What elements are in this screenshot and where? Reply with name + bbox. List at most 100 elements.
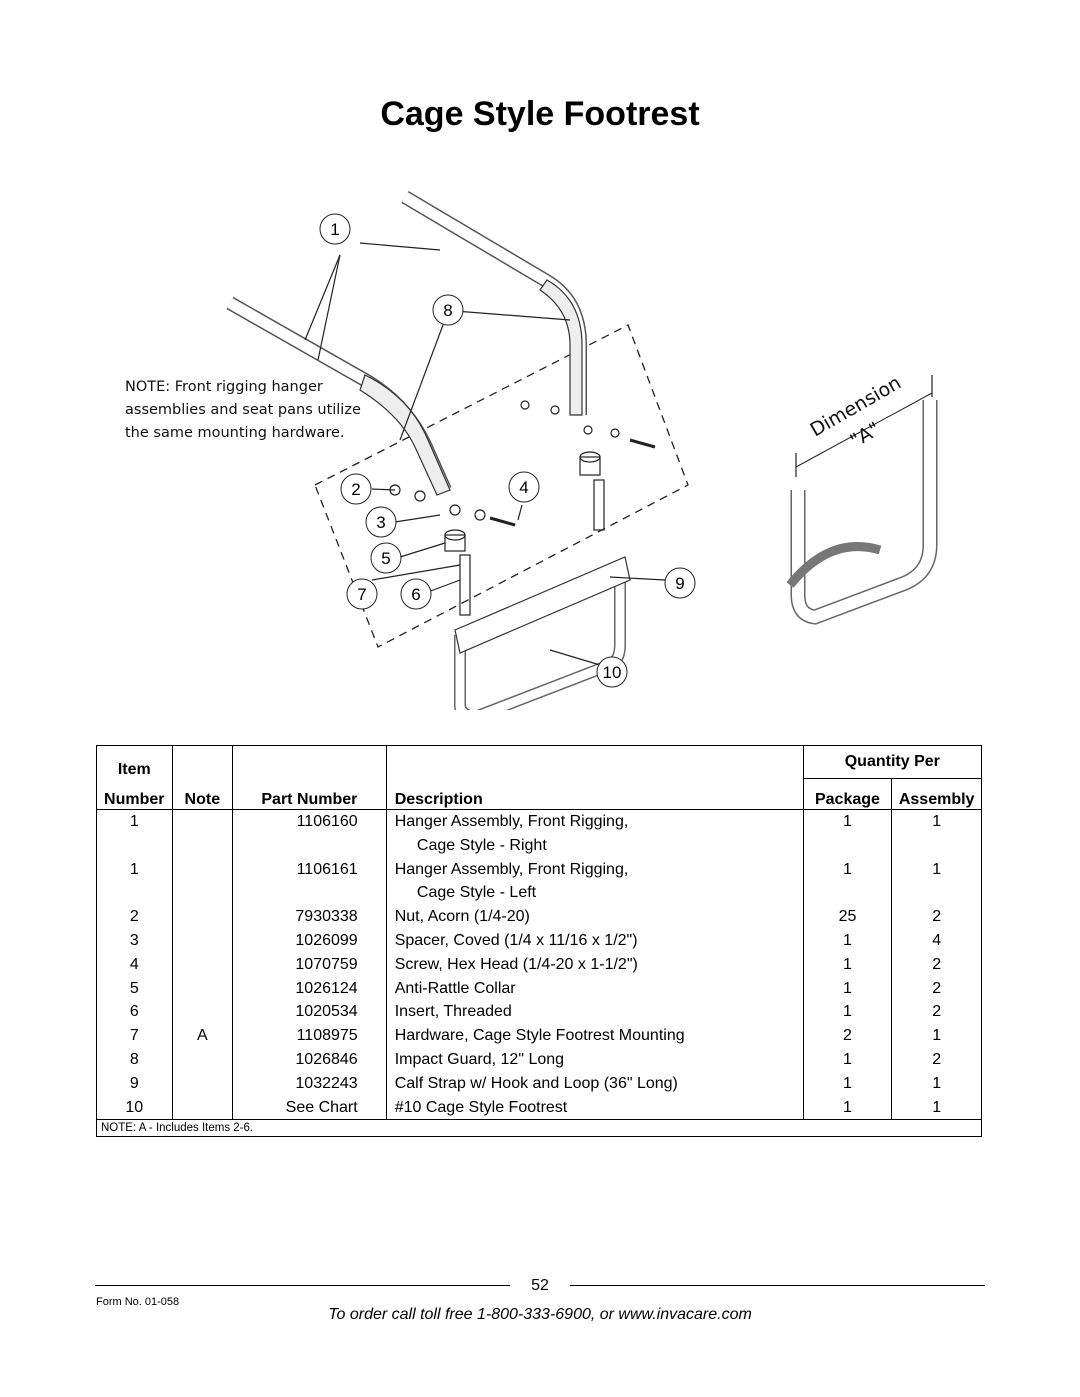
cell-item: 2: [96, 905, 173, 929]
cell-note: A: [171, 1024, 234, 1048]
cell-package: 1: [802, 976, 893, 1001]
cell-assembly: 1: [891, 1071, 982, 1096]
callout-4: 4: [508, 471, 540, 503]
cell-description: Nut, Acorn (1/4-20): [385, 905, 804, 929]
table-footnote: NOTE: A - Includes Items 2-6.: [96, 1119, 982, 1138]
cell-item: 9: [96, 1071, 173, 1096]
cell-assembly: 1: [891, 1024, 982, 1048]
callout-9: 9: [664, 567, 696, 599]
svg-text:8: 8: [443, 301, 452, 320]
header-package: Package: [802, 778, 893, 810]
form-number: Form No. 01-058: [96, 1296, 180, 1308]
cell-package: 1: [802, 1047, 893, 1072]
cell-part-number: 1026099: [232, 928, 387, 953]
cell-package: 1: [802, 928, 893, 953]
cell-description: Spacer, Coved (1/4 x 11/16 x 1/2"): [385, 928, 804, 953]
svg-text:3: 3: [376, 513, 385, 532]
header-quantity-per: Quantity Per: [802, 745, 983, 779]
cell-description: Anti-Rattle Collar: [385, 976, 804, 1001]
cell-part-number: [232, 881, 387, 906]
cell-description: Cage Style - Left: [385, 881, 804, 906]
callout-1: 1: [319, 213, 351, 245]
cell-assembly: [891, 833, 982, 858]
cell-part-number: 1106161: [232, 857, 387, 882]
cell-description: Insert, Threaded: [385, 1000, 804, 1025]
page-title: Cage Style Footrest: [380, 95, 700, 133]
callout-5: 5: [370, 542, 402, 574]
cell-assembly: 2: [891, 1000, 982, 1025]
cell-package: 1: [802, 809, 893, 834]
table-row: Cage Style - Right: [96, 833, 982, 858]
header-assembly: Assembly: [891, 778, 982, 810]
cell-item: [96, 833, 173, 858]
hanger-left: [226, 296, 452, 493]
cell-item: 1: [96, 857, 173, 882]
svg-text:5: 5: [381, 549, 390, 568]
cell-note: [171, 1071, 234, 1096]
cell-item: [96, 881, 173, 906]
cell-item: 4: [96, 952, 173, 977]
header-item-line2: Number: [96, 778, 173, 810]
cell-note: [171, 1000, 234, 1025]
callout-2: 2: [340, 473, 372, 505]
svg-text:6: 6: [411, 585, 420, 604]
cell-description: Impact Guard, 12" Long: [385, 1047, 804, 1072]
svg-text:10: 10: [603, 663, 622, 682]
footer-rule-right: [570, 1285, 985, 1286]
exploded-diagram: 1 8 2 4 3 5 7 6 9 10 NOTE: Front rigging…: [110, 185, 970, 710]
header-note: Note: [171, 778, 234, 810]
callout-6: 6: [400, 578, 432, 610]
cell-part-number: 1106160: [232, 809, 387, 834]
parts-table: Item Quantity Per Number Note Part Numbe…: [96, 745, 983, 1138]
figure-note-line-1: NOTE: Front rigging hanger: [125, 379, 323, 395]
cell-package: 1: [802, 1071, 893, 1096]
cell-assembly: [891, 881, 982, 906]
exploded-diagram-svg: 1 8 2 4 3 5 7 6 9 10 NOTE: Front rigging…: [125, 190, 938, 710]
table-row: Cage Style - Left: [96, 881, 982, 906]
cell-part-number: 1108975: [232, 1024, 387, 1048]
cell-assembly: 2: [891, 952, 982, 977]
cell-description: #10 Cage Style Footrest: [385, 1095, 804, 1120]
svg-text:7: 7: [357, 585, 366, 604]
cell-description: Calf Strap w/ Hook and Loop (36" Long): [385, 1071, 804, 1096]
cell-part-number: 1026846: [232, 1047, 387, 1072]
header-description: Description: [385, 778, 804, 810]
cell-item: 6: [96, 1000, 173, 1025]
cell-note: [171, 905, 234, 929]
cell-item: 8: [96, 1047, 173, 1072]
cell-package: 25: [802, 905, 893, 929]
callout-10: 10: [596, 656, 628, 688]
cell-package: 1: [802, 1095, 893, 1120]
cell-part-number: [232, 833, 387, 858]
cell-note: [171, 881, 234, 906]
cell-item: 5: [96, 976, 173, 1001]
cell-note: [171, 809, 234, 834]
cell-assembly: 1: [891, 857, 982, 882]
cell-note: [171, 1047, 234, 1072]
cell-item: 1: [96, 809, 173, 834]
order-info: To order call toll free 1-800-333-6900, …: [328, 1306, 752, 1323]
callout-7: 7: [346, 578, 378, 610]
cell-package: 2: [802, 1024, 893, 1048]
cell-assembly: 2: [891, 976, 982, 1001]
cell-package: 1: [802, 1000, 893, 1025]
page-number: 52: [531, 1277, 549, 1294]
hanger-right: [401, 190, 587, 415]
impact-guard-left: [359, 374, 451, 496]
header-part-number: Part Number: [232, 778, 387, 810]
cell-note: [171, 1095, 234, 1120]
cell-note: [171, 928, 234, 953]
header-item-line1: Item: [96, 745, 173, 779]
svg-text:4: 4: [519, 478, 528, 497]
cell-part-number: 1070759: [232, 952, 387, 977]
cell-description: Cage Style - Right: [385, 833, 804, 858]
callout-8: 8: [432, 294, 464, 326]
cell-part-number: 7930338: [232, 905, 387, 929]
